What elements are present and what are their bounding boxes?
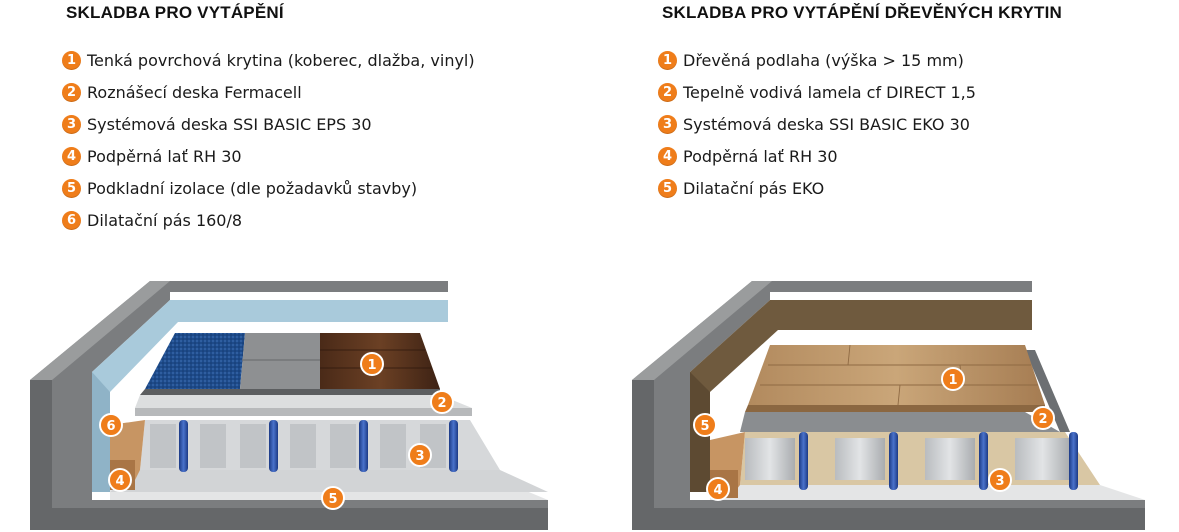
legend-item: 5 Dilatační pás EKO	[658, 172, 976, 204]
legend-label: Tenká povrchová krytina (koberec, dlažba…	[87, 50, 475, 70]
number-badge: 5	[62, 178, 81, 198]
concrete-wall-top	[30, 281, 170, 380]
svg-text:6: 6	[106, 419, 115, 434]
concrete-floor-side	[632, 380, 1145, 530]
distribution-board	[135, 395, 472, 408]
number-badge: 3	[658, 114, 677, 134]
wall-insulation-face	[92, 372, 110, 492]
distribution-board-edge	[135, 408, 472, 416]
dilatation-strip	[690, 300, 1032, 492]
legend-item: 1 Tenká povrchová krytina (koberec, dlažb…	[62, 44, 475, 76]
number-badge: 1	[62, 50, 81, 70]
carpet-covering	[145, 333, 245, 389]
marker-6: 6	[99, 413, 123, 437]
legend-label: Systémová deska SSI BASIC EKO 30	[683, 114, 970, 134]
marker-2: 2	[1031, 406, 1055, 430]
legend-label: Podpěrná lať RH 30	[683, 146, 838, 166]
legend-label: Tepelně vodivá lamela cf DIRECT 1,5	[683, 82, 976, 102]
right-legend: 1 Dřevěná podlaha (výška > 15 mm) 2 Tepeln…	[658, 44, 976, 204]
conductive-lamella	[740, 412, 1060, 432]
aluminium-lamellas	[745, 438, 1070, 480]
wall-insulation	[92, 300, 448, 492]
left-legend: 1 Tenká povrchová krytina (koberec, dlažb…	[62, 44, 475, 236]
number-badge: 2	[658, 82, 677, 102]
number-badge: 5	[658, 178, 677, 198]
covering-edge	[140, 389, 440, 395]
svg-text:1: 1	[367, 358, 376, 373]
legend-item: 1 Dřevěná podlaha (výška > 15 mm)	[658, 44, 976, 76]
heating-pipes	[179, 420, 458, 472]
legend-label: Systémová deska SSI BASIC EPS 30	[87, 114, 372, 134]
right-title: SKLADBA PRO VYTÁPĚNÍ DŘEVĚNÝCH KRYTIN	[662, 3, 1063, 22]
legend-item: 3 Systémová deska SSI BASIC EKO 30	[658, 108, 976, 140]
number-badge: 2	[62, 82, 81, 102]
number-badge: 6	[62, 210, 81, 230]
svg-text:3: 3	[415, 449, 424, 464]
right-diagram: 1 2 3 4 5	[632, 281, 1145, 530]
marker-1: 1	[941, 367, 965, 391]
system-board-bosses	[150, 424, 446, 468]
legend-item: 4 Podpěrná lať RH 30	[658, 140, 976, 172]
left-diagram: 1 2 3 4 5 6	[30, 281, 548, 530]
base-insulation-top	[110, 470, 548, 492]
marker-4: 4	[706, 477, 730, 501]
legend-item: 2 Roznášecí deska Fermacell	[62, 76, 475, 108]
marker-3: 3	[408, 443, 432, 467]
concrete-wall-top	[632, 281, 772, 380]
marker-5: 5	[321, 486, 345, 510]
marker-3: 3	[988, 468, 1012, 492]
wooden-floor	[748, 345, 1045, 405]
legend-item: 2 Tepelně vodivá lamela cf DIRECT 1,5	[658, 76, 976, 108]
legend-label: Dilatační pás EKO	[683, 178, 825, 198]
conductive-lamella-edge	[1025, 350, 1070, 432]
concrete-floor-side	[30, 380, 548, 530]
legend-label: Dřevěná podlaha (výška > 15 mm)	[683, 50, 964, 70]
legend-item: 6 Dilatační pás 160/8	[62, 204, 475, 236]
svg-text:5: 5	[328, 492, 337, 507]
marker-2: 2	[430, 390, 454, 414]
svg-text:5: 5	[700, 419, 709, 434]
marker-5: 5	[693, 413, 717, 437]
number-badge: 3	[62, 114, 81, 134]
number-badge: 1	[658, 50, 677, 70]
svg-text:4: 4	[713, 483, 722, 498]
base-layer	[710, 485, 1145, 500]
legend-label: Podkladní izolace (dle požadavků stavby)	[87, 178, 418, 198]
legend-label: Dilatační pás 160/8	[87, 210, 243, 230]
wooden-floor-edge	[745, 405, 1045, 412]
legend-label: Roznášecí deska Fermacell	[87, 82, 302, 102]
svg-text:4: 4	[115, 474, 124, 489]
svg-text:2: 2	[1038, 412, 1047, 427]
concrete-shell	[632, 281, 1145, 530]
number-badge: 4	[658, 146, 677, 166]
legend-item: 3 Systémová deska SSI BASIC EPS 30	[62, 108, 475, 140]
svg-text:1: 1	[948, 373, 957, 388]
tile-covering	[240, 333, 320, 389]
svg-text:2: 2	[437, 396, 446, 411]
system-board-eko	[740, 432, 1100, 485]
number-badge: 4	[62, 146, 81, 166]
concrete-shell	[30, 281, 548, 530]
svg-text:3: 3	[995, 474, 1004, 489]
heating-pipes	[799, 432, 1078, 490]
legend-item: 5 Podkladní izolace (dle požadavků stavby…	[62, 172, 475, 204]
legend-label: Podpěrná lať RH 30	[87, 146, 242, 166]
marker-4: 4	[108, 468, 132, 492]
left-title: SKLADBA PRO VYTÁPĚNÍ	[66, 3, 284, 22]
legend-item: 4 Podpěrná lať RH 30	[62, 140, 475, 172]
marker-1: 1	[360, 352, 384, 376]
